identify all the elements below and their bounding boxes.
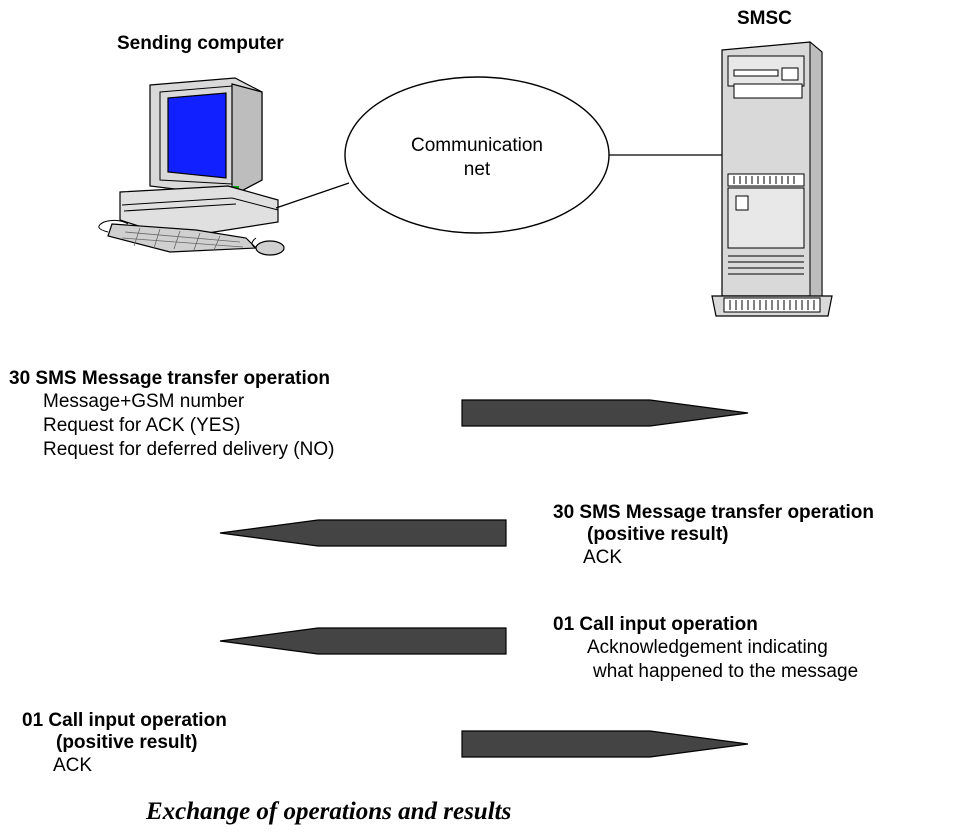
step-1-title: 30 SMS Message transfer operation xyxy=(9,368,330,389)
step-4-line-1: ACK xyxy=(53,755,93,776)
step-3-line-2: what happened to the message xyxy=(593,661,859,682)
step-4-title: 01 Call input operation xyxy=(22,710,227,731)
step-3-text: 01 Call input operation Acknowledgement … xyxy=(553,614,858,684)
step-1-line-3: Request for deferred delivery (NO) xyxy=(43,439,335,460)
arrow-left-step-2 xyxy=(219,519,507,547)
step-3-line-1: Acknowledgement indicating xyxy=(587,637,828,658)
step-1-line-1: Message+GSM number xyxy=(43,391,245,412)
step-1-text: 30 SMS Message transfer operation Messag… xyxy=(9,368,334,462)
step-2-subtitle: (positive result) xyxy=(587,524,729,545)
network-label: Communication net xyxy=(377,134,577,182)
step-2-text: 30 SMS Message transfer operation (posit… xyxy=(553,502,874,570)
arrow-left-step-3 xyxy=(219,627,507,655)
link-computer-network xyxy=(275,182,350,209)
computer-icon xyxy=(98,77,285,256)
server-icon xyxy=(711,40,833,317)
step-2-line-1: ACK xyxy=(583,547,623,568)
network-label-line1: Communication xyxy=(411,135,543,156)
diagram-caption: Exchange of operations and results xyxy=(146,798,512,825)
step-4-text: 01 Call input operation (positive result… xyxy=(22,710,227,778)
arrow-right-step-1 xyxy=(461,399,749,427)
step-4-subtitle: (positive result) xyxy=(56,732,198,753)
step-3-title: 01 Call input operation xyxy=(553,614,758,635)
step-1-line-2: Request for ACK (YES) xyxy=(43,415,241,436)
network-label-line2: net xyxy=(463,159,491,180)
step-2-title: 30 SMS Message transfer operation xyxy=(553,502,874,523)
sending-computer-label: Sending computer xyxy=(117,33,284,54)
smsc-label: SMSC xyxy=(737,8,792,29)
arrow-right-step-4 xyxy=(461,730,749,758)
